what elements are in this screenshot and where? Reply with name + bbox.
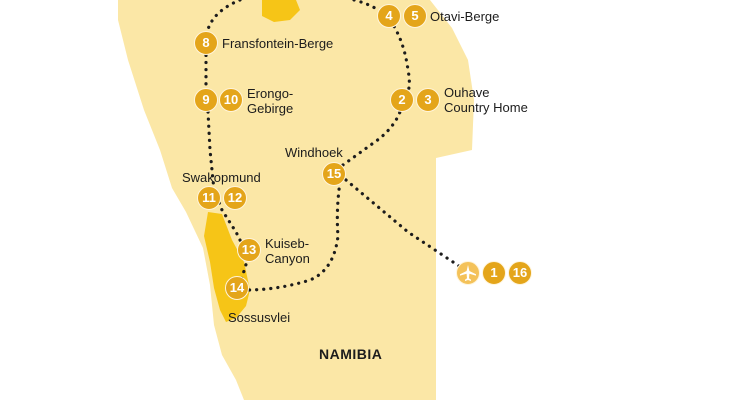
marker-16[interactable]: 16 [508,261,532,285]
airplane-glyph [460,265,476,281]
label-fransfontein: Fransfontein-Berge [222,36,334,51]
marker-2[interactable]: 2 [390,88,414,112]
marker-9[interactable]: 9 [194,88,218,112]
marker-15[interactable]: 15 [322,162,346,186]
desert-area-north [262,0,300,22]
route-west [206,110,246,250]
country-label: NAMIBIA [319,346,383,362]
marker-4[interactable]: 4 [377,4,401,28]
label-sossusvlei: Sossusvlei [228,310,291,325]
marker-11[interactable]: 11 [197,186,221,210]
label-windhoek: Windhoek [285,145,343,160]
route-windhoek-airport [344,178,470,274]
label-ouhave-line2: Country Home [444,100,528,115]
label-erongo-line2: Gebirge [247,101,294,116]
airplane-icon[interactable] [456,261,480,285]
route-ouhave-windhoek [334,104,404,172]
marker-14[interactable]: 14 [225,276,249,300]
label-erongo-line1: Erongo- [247,86,294,101]
marker-12[interactable]: 12 [223,186,247,210]
marker-8[interactable]: 8 [194,31,218,55]
label-otavi: Otavi-Berge [430,9,500,24]
route-north-east [352,0,411,102]
label-kuiseb-line1: Kuiseb- [265,236,310,251]
label-swakopmund: Swakopmund [182,170,261,185]
label-ouhave-line1: Ouhave [444,85,490,100]
marker-3[interactable]: 3 [416,88,440,112]
land-area [118,0,474,400]
marker-5[interactable]: 5 [403,4,427,28]
route-windhoek-sossusvlei [244,180,342,292]
marker-1[interactable]: 1 [482,261,506,285]
marker-13[interactable]: 13 [237,238,261,262]
marker-10[interactable]: 10 [219,88,243,112]
label-kuiseb-line2: Canyon [265,251,310,266]
